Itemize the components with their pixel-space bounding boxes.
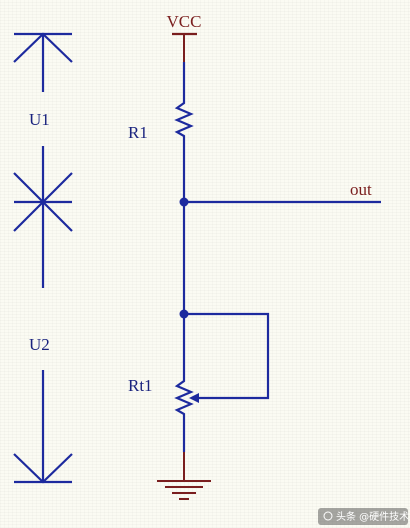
out-junction-dot bbox=[179, 197, 189, 207]
r1-zigzag bbox=[174, 100, 194, 140]
resistor-r1: R1 bbox=[128, 100, 194, 142]
watermark: 头条 @硬件技术 bbox=[318, 508, 409, 525]
u2-label: U2 bbox=[29, 335, 50, 354]
watermark-logo-icon bbox=[323, 511, 333, 521]
wiper-arrow-icon bbox=[189, 393, 199, 403]
watermark-bg bbox=[318, 508, 408, 525]
r1-label: R1 bbox=[128, 123, 148, 142]
voltage-dimension-arrows bbox=[13, 32, 73, 484]
rt1-zigzag bbox=[174, 378, 194, 418]
vcc-power-port: VCC bbox=[167, 12, 202, 62]
ground-symbol-icon bbox=[157, 452, 211, 500]
watermark-text: 头条 @硬件技术 bbox=[336, 510, 409, 523]
output-node: out bbox=[179, 180, 381, 207]
out-label: out bbox=[350, 180, 372, 199]
rt1-label: Rt1 bbox=[128, 376, 153, 395]
wiper-loop-wire bbox=[184, 312, 270, 400]
potentiometer-rt1: Rt1 bbox=[128, 309, 270, 418]
u1-label: U1 bbox=[29, 110, 50, 129]
mid-cross-b bbox=[13, 172, 73, 232]
vcc-label: VCC bbox=[167, 12, 202, 31]
